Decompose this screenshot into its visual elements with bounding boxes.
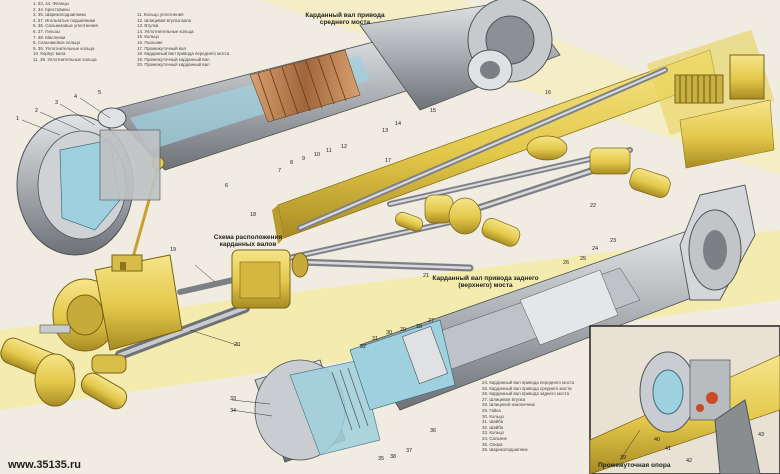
rear-universal-joint bbox=[254, 319, 456, 463]
callout-number: 12 bbox=[341, 144, 348, 150]
callout-number: 23 bbox=[610, 238, 617, 244]
legend-item: 7. 38. Масленки bbox=[33, 34, 66, 40]
callout-number: 1 bbox=[16, 116, 20, 122]
legend-item: 9. 39. Уплотнительные кольца bbox=[33, 45, 95, 51]
legend-item: 11. Кольцо уплотнения bbox=[137, 12, 184, 17]
legend-item: 17. Промежуточный вал bbox=[137, 45, 187, 51]
callout-number: 34 bbox=[230, 408, 237, 414]
legend-middle: 11. Кольцо уплотнения 12. Шлицевая втулк… bbox=[137, 12, 229, 68]
callout-number: 25 bbox=[580, 256, 587, 262]
legend-item: 20. Промежуточный карданный вал bbox=[137, 62, 210, 68]
transfer-case bbox=[39, 249, 309, 352]
callout-number: 28 bbox=[416, 324, 423, 330]
callout-number: 9 bbox=[302, 156, 306, 162]
legend-item: 30. Кольцо bbox=[482, 413, 504, 419]
rear-axle-shaft-title: Карданный вал привода заднего (верхнего)… bbox=[432, 275, 539, 290]
callout-number: 3 bbox=[55, 100, 59, 106]
callout-number: 11 bbox=[326, 148, 332, 154]
callout-number: 42 bbox=[686, 458, 693, 464]
legend-item: 15. Кольцо bbox=[137, 34, 159, 40]
inset-title: Промежуточная опора bbox=[598, 462, 671, 469]
legend-item: 8. Сальниковое кольцо bbox=[33, 40, 81, 46]
legend-item: 35. Опора bbox=[482, 441, 503, 447]
callout-number: 5 bbox=[98, 90, 102, 96]
callout-leaders bbox=[21, 97, 641, 461]
legend-item: 16. Пыльник bbox=[137, 39, 163, 45]
watermark: www.35135.ru bbox=[8, 459, 81, 471]
callout-number: 35 bbox=[378, 456, 385, 462]
legend-item: 28. Шлицевой наконечник bbox=[482, 402, 535, 408]
yellow-joints bbox=[395, 135, 671, 247]
callout-number: 4 bbox=[74, 94, 78, 100]
callout-number: 24 bbox=[592, 246, 599, 252]
callout-number: 33 bbox=[230, 396, 237, 402]
callout-number: 13 bbox=[382, 128, 389, 134]
callout-number: 7 bbox=[278, 168, 282, 174]
callout-number: 39 bbox=[620, 455, 627, 461]
legend-item: 27. Шлицевая втулка bbox=[482, 396, 526, 402]
legend-item: 36. Шарикоподшипник bbox=[482, 447, 528, 453]
callout-number: 26 bbox=[563, 260, 570, 266]
legend-item: 24. Карданный вал привода переднего мост… bbox=[482, 380, 575, 385]
callout-number: 18 bbox=[250, 212, 257, 218]
legend-item: 26. Карданный вал привода заднего моста bbox=[482, 391, 570, 397]
callout-number: 32 bbox=[360, 344, 367, 350]
legend-bottom: 24. Карданный вал привода переднего мост… bbox=[482, 380, 574, 453]
legend-item: 32. Шайба bbox=[482, 424, 504, 430]
legend-item: 18. Карданный вал привода переднего мост… bbox=[137, 51, 230, 57]
callout-number: 29 bbox=[400, 327, 407, 333]
callout-number: 2 bbox=[35, 108, 39, 114]
callout-number: 37 bbox=[406, 448, 413, 454]
callout-number: 41 bbox=[665, 446, 672, 452]
legend-item: 13. Втулка bbox=[137, 23, 159, 29]
scheme-title: Схема расположения карданных валов bbox=[213, 234, 283, 249]
callout-number: 6 bbox=[225, 183, 229, 189]
callout-number: 22 bbox=[590, 203, 597, 209]
legend-item: 25. Карданный вал привода среднего моста bbox=[482, 385, 572, 391]
callout-number: 14 bbox=[395, 121, 402, 127]
callout-number: 15 bbox=[430, 108, 437, 114]
legend-left: 1. 33, 44. Фланцы 2. 34. Крестовины 3. 3… bbox=[33, 1, 98, 63]
legend-item: 19. Промежуточный карданный вал bbox=[137, 56, 210, 62]
callout-number: 10 bbox=[314, 152, 321, 158]
legend-item: 31. Шайба bbox=[482, 419, 504, 425]
legend-item: 2. 34. Крестовины bbox=[33, 6, 70, 12]
callout-number: 40 bbox=[654, 437, 661, 443]
legend-item: 33. Кольцо bbox=[482, 430, 504, 436]
legend-item: 10. Корпус вала bbox=[33, 51, 66, 57]
middle-axle-shaft-title: Карданный вал привода среднего моста bbox=[305, 12, 385, 27]
front-flange-housing bbox=[16, 107, 161, 256]
callout-number: 19 bbox=[170, 247, 177, 253]
legend-item: 11. 38. Уплотнительные кольца bbox=[33, 56, 97, 62]
callout-number: 27 bbox=[428, 318, 435, 324]
legend-item: 3. 35. Шарикоподшипники bbox=[33, 12, 86, 18]
legend-item: 29. Гайка bbox=[482, 407, 501, 413]
callout-number: 16 bbox=[545, 90, 552, 96]
legend-item: 12. Шлицевая втулка вала bbox=[137, 17, 191, 23]
intermediate-support-inset bbox=[589, 325, 780, 474]
callout-number: 20 bbox=[234, 342, 241, 348]
front-axle-stub bbox=[0, 337, 128, 410]
legend-item: 5. 36. Сальниковые уплотнения bbox=[33, 23, 98, 29]
legend-item: 6. 37. Гильзы bbox=[33, 28, 60, 34]
callout-number: 30 bbox=[386, 330, 393, 336]
spring-assembly bbox=[674, 54, 765, 104]
callout-number: 21 bbox=[423, 273, 430, 279]
legend-item: 4. 37. Игольчатые подшипники bbox=[33, 17, 96, 23]
legend-item: 1. 33, 44. Фланцы bbox=[33, 1, 69, 6]
callout-number: 31 bbox=[372, 336, 379, 342]
legend-item: 34. Сальник bbox=[482, 435, 507, 441]
callout-number: 43 bbox=[758, 432, 765, 438]
callout-number: 38 bbox=[390, 454, 397, 460]
callout-number: 36 bbox=[430, 428, 437, 434]
callout-number: 17 bbox=[385, 158, 392, 164]
legend-item: 14. Уплотнительные кольца bbox=[137, 28, 194, 34]
callout-number: 8 bbox=[290, 160, 294, 166]
